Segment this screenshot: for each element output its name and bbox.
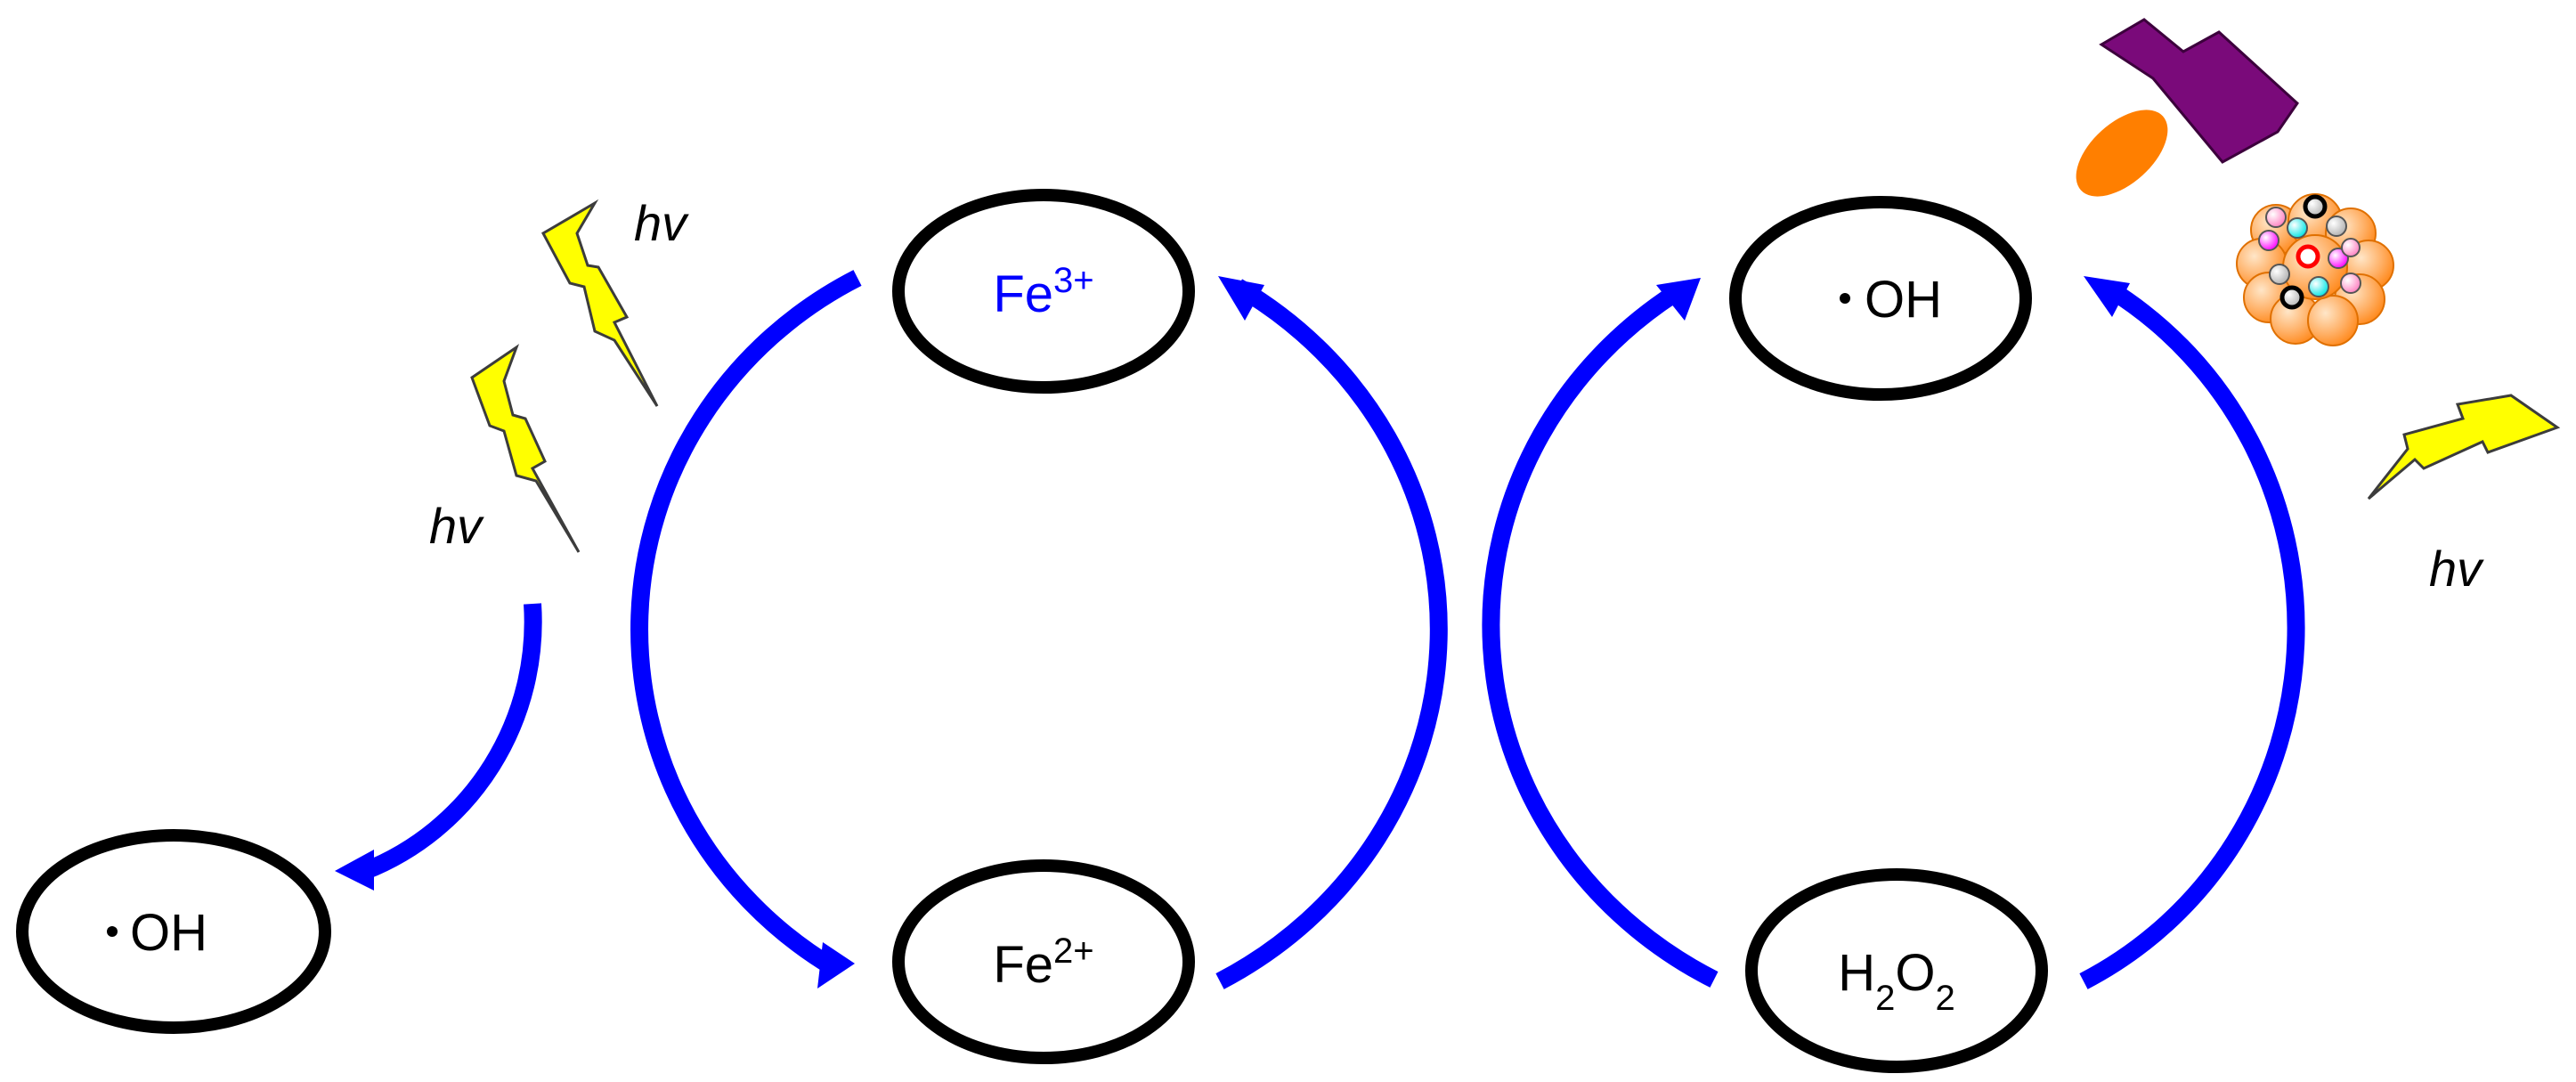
- fe2-charge: 2+: [1053, 931, 1094, 971]
- node-h2o2: H2O2: [1745, 868, 2048, 1073]
- hv-label: hv: [2429, 541, 2484, 597]
- radical-dot: [1840, 293, 1850, 304]
- lightning-bolt-icon: [2367, 394, 2561, 500]
- node-hydroxyl-radical-top: OH: [1729, 196, 2032, 401]
- arc-h2o2-to-oh: [1482, 286, 1719, 988]
- fe2-base: Fe: [993, 936, 1053, 994]
- arc-fe3-to-fe2: [630, 270, 862, 975]
- node-fe3: Fe3+: [892, 189, 1195, 394]
- fe3-charge: 3+: [1053, 261, 1094, 300]
- nanoparticle-cluster-icon: [2236, 193, 2394, 346]
- arrowhead-to-oh-from-right: [2084, 276, 2130, 317]
- svg-text:Fe2+: Fe2+: [993, 931, 1093, 994]
- lightning-bolt-icon: [540, 199, 659, 407]
- arrowhead-to-fe3: [1218, 276, 1264, 321]
- radical-dot: [107, 926, 118, 937]
- arrowhead-to-fe2: [817, 942, 855, 988]
- arc-to-oh-left: [362, 603, 542, 880]
- svg-text:H2O2: H2O2: [1838, 944, 1955, 1018]
- catalyst-icon: [2076, 18, 2299, 197]
- lightning-bolt-icon: [470, 344, 581, 553]
- arrowhead-to-oh-left: [335, 850, 374, 891]
- fe3-base: Fe: [993, 265, 1053, 323]
- hv-label: hv: [429, 498, 484, 554]
- oh-top-label: OH: [1865, 271, 1942, 329]
- oh-left-label: OH: [130, 904, 207, 962]
- arrowhead-to-oh-from-left: [1656, 278, 1701, 321]
- node-hydroxyl-radical-left: OH: [16, 829, 331, 1034]
- hv-label: hv: [634, 195, 689, 251]
- node-fe2: Fe2+: [892, 859, 1195, 1064]
- arc-fe2-to-fe3: [1215, 279, 1448, 989]
- arc-h2o2-to-oh-photolysis: [2079, 281, 2305, 989]
- svg-text:Fe3+: Fe3+: [993, 261, 1093, 323]
